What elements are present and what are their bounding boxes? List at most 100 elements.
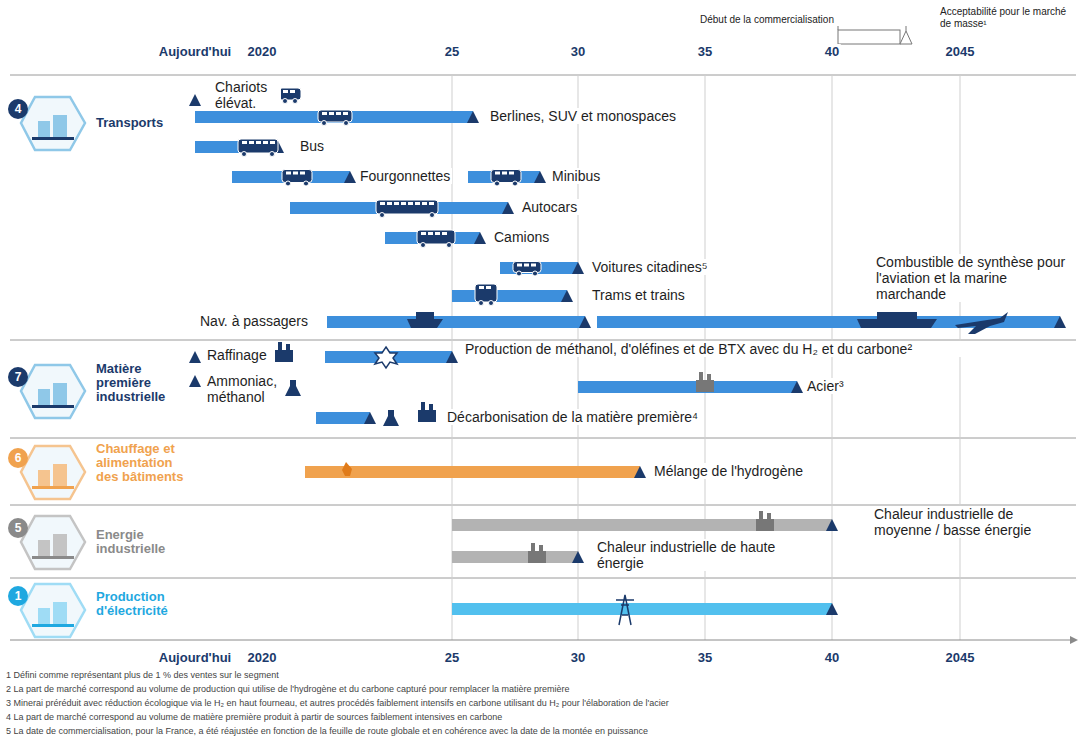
- bar-label: Ammoniac, méthanol: [205, 373, 285, 405]
- refinery-icon: [275, 342, 293, 362]
- train-icon: [475, 284, 497, 306]
- plane-icon: [955, 312, 1008, 334]
- bar-label: Minibus: [550, 168, 602, 184]
- callout-number: 6: [8, 448, 28, 468]
- callout-number: 4: [8, 99, 28, 119]
- bar-label: Combustible de synthèse pour l'aviation …: [874, 254, 1068, 302]
- bar-label: Chaleur industrielle de haute énergie: [595, 539, 794, 571]
- category-name: Production d'électricité: [96, 590, 192, 618]
- milestone-triangle: [561, 290, 573, 302]
- bar-label: Autocars: [520, 199, 579, 215]
- category-tile: 5Energie industrielle: [8, 512, 198, 572]
- milestone-triangle: [826, 603, 838, 615]
- category-tile: 1 Production d'électricité: [8, 582, 198, 632]
- flame-icon: [342, 462, 352, 476]
- bar-label: Raffinage: [205, 347, 269, 363]
- milestone-triangle: [572, 262, 584, 274]
- time-axis: [10, 640, 1070, 641]
- bar-label: Chaleur industrielle de moyenne / basse …: [872, 506, 1071, 538]
- flask-icon: [285, 380, 301, 396]
- category-tile: 7 Matière première industrielle: [8, 352, 198, 430]
- pylon-icon: [616, 595, 634, 625]
- factory-icon: [418, 402, 436, 422]
- hexagon-icon: [18, 363, 88, 421]
- callout-number: 7: [8, 367, 28, 387]
- bus-icon: [238, 139, 278, 157]
- milestone-triangle: [474, 232, 486, 244]
- milestone-triangle: [502, 202, 514, 214]
- factory-icon: [528, 543, 546, 563]
- section-rule: [10, 578, 1076, 579]
- milestone-triangle: [534, 171, 546, 183]
- roadmap-bar: Trams et trains: [452, 290, 567, 302]
- category-name: Matière première industrielle: [96, 362, 180, 404]
- hexagon-icon: [18, 582, 88, 640]
- milestone-triangle: [1054, 316, 1066, 328]
- milestone-triangle: [467, 111, 479, 123]
- bar-label: Chariots élévat.: [213, 79, 281, 111]
- legend-text: Début de la commercialisation: [700, 14, 850, 26]
- legend-leader: [906, 26, 907, 31]
- truck-icon: [417, 230, 455, 248]
- car-icon: [318, 110, 352, 126]
- milestone-triangle: [572, 551, 584, 563]
- footnote: 3 Minerai préréduit avec réduction écolo…: [6, 698, 669, 709]
- axis-arrow: [1070, 636, 1078, 644]
- ship-icon: [407, 312, 443, 328]
- city-car-icon: [513, 262, 541, 277]
- category-tile: 4Transports: [8, 90, 198, 156]
- roadmap-bar: [452, 603, 832, 615]
- flask-icon: [383, 410, 399, 426]
- milestone-triangle: [791, 381, 803, 393]
- bar-label: Nav. à passagers: [198, 313, 310, 329]
- axis-tick-label: 35: [696, 44, 714, 59]
- forklift-icon: [279, 88, 301, 104]
- molecule-icon: [375, 347, 397, 368]
- milestone-triangle: [344, 171, 356, 183]
- axis-tick-label: 2020: [246, 44, 279, 59]
- minibus-icon: [491, 170, 521, 187]
- axis-tick-label: 25: [443, 650, 461, 665]
- bar-label: Trams et trains: [590, 287, 687, 303]
- roadmap-bar: Décarbonisation de la matière première⁴: [316, 412, 370, 424]
- axis-tick-label: 25: [443, 44, 461, 59]
- hexagon-icon: [18, 514, 88, 572]
- category-name: Chauffage et alimentation des bâtiments: [96, 442, 186, 484]
- legend-text: Acceptabilité pour le marché de masse¹: [940, 6, 1080, 30]
- callout-number: 5: [8, 518, 28, 538]
- callout-number: 1: [8, 586, 28, 606]
- hexagon-icon: [18, 444, 88, 502]
- section-rule: [10, 75, 1076, 76]
- axis-tick-label: 30: [569, 44, 587, 59]
- axis-tick-label: 30: [569, 650, 587, 665]
- milestone-triangle: [189, 375, 201, 387]
- axis-tick-label: 2045: [944, 650, 977, 665]
- axis-tick-label: 40: [823, 650, 841, 665]
- van-icon: [282, 170, 312, 187]
- bar-label: Berlines, SUV et monospaces: [488, 108, 678, 124]
- axis-tick-label: Aujourd'hui: [157, 650, 233, 665]
- bar-label: Voitures citadines⁵: [590, 259, 710, 275]
- axis-tick-label: 2020: [246, 650, 279, 665]
- footnote: 4 La part de marché correspond au volume…: [6, 712, 502, 723]
- milestone-triangle: [826, 519, 838, 531]
- roadmap-bar: Acier³: [578, 381, 797, 393]
- milestone-triangle: [634, 466, 646, 478]
- roadmap-bar: Chaleur industrielle de haute énergie: [452, 551, 578, 563]
- milestone-triangle: [189, 351, 201, 363]
- bar-label: Camions: [492, 229, 551, 245]
- category-name: Transports: [96, 116, 186, 130]
- roadmap-bar: Chaleur industrielle de moyenne / basse …: [452, 519, 832, 531]
- cargo-ship-icon: [857, 312, 937, 328]
- category-name: Energie industrielle: [96, 528, 182, 556]
- bar-label: Acier³: [805, 378, 846, 394]
- bar-label: Mélange de l'hydrogène: [652, 463, 805, 479]
- coach-icon: [376, 200, 438, 218]
- footnote: 2 La part de marché correspond au volume…: [6, 684, 570, 695]
- steel-icon: [696, 372, 714, 392]
- milestone-triangle: [446, 351, 458, 363]
- milestone-triangle: [579, 316, 591, 328]
- axis-tick-label: 40: [823, 44, 841, 59]
- grid-line: [960, 75, 961, 640]
- footnote: 5 La date de commercialisation, pour la …: [6, 726, 648, 737]
